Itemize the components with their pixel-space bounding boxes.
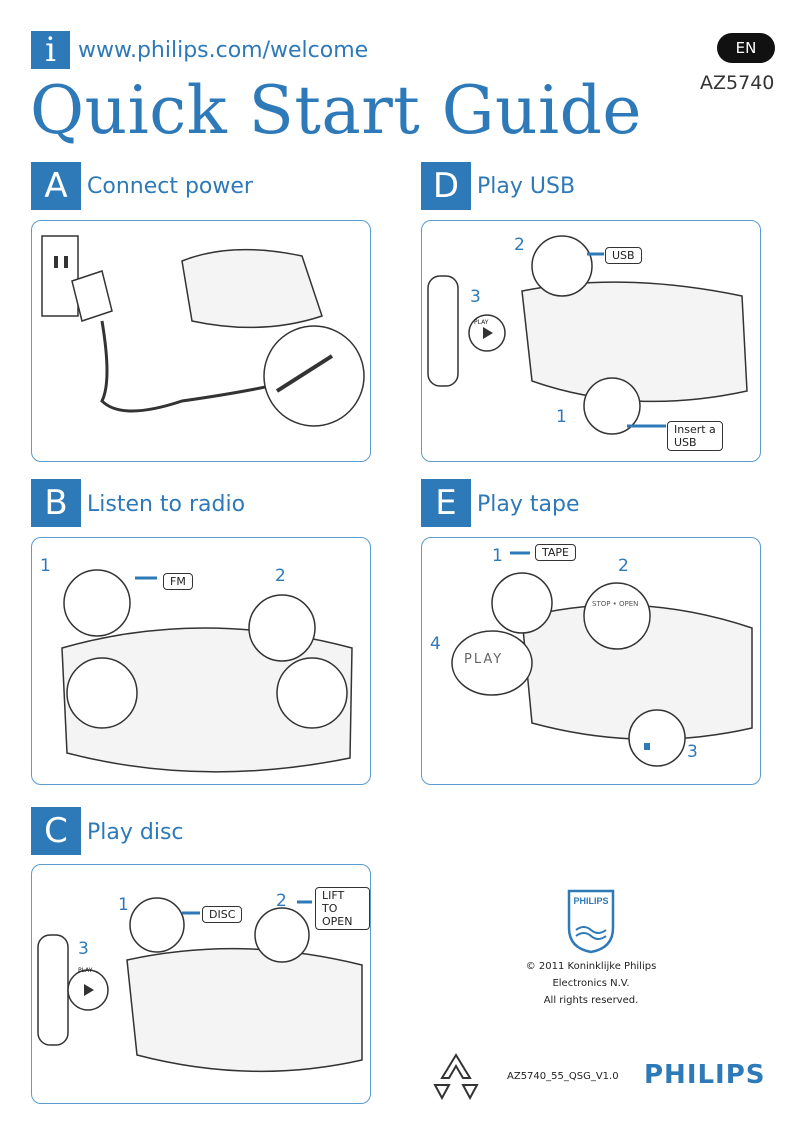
- lift-to-open-line1: LIFT TO: [322, 889, 345, 915]
- insert-usb-label: Insert a USB: [667, 421, 723, 451]
- welcome-url-link[interactable]: www.philips.com/welcome: [78, 38, 369, 63]
- left-speaker-icon: [66, 657, 138, 729]
- lift-to-open-line2: OPEN: [322, 915, 353, 928]
- page-title: Quick Start Guide: [30, 72, 642, 149]
- boombox-icon: [61, 627, 353, 773]
- play-usb-illustration: [427, 235, 748, 435]
- panel-listen-radio: 1 2 FM: [31, 537, 371, 785]
- remote-play-label: PLAY: [474, 319, 489, 326]
- right-speaker-icon: [276, 657, 348, 729]
- copyright-line1: © 2011 Koninklijke Philips: [525, 961, 657, 972]
- disc-label: DISC: [202, 906, 243, 923]
- info-icon: i: [31, 31, 70, 69]
- power-plug-icon: [71, 270, 113, 322]
- copyright-notice: © 2011 Koninklijke Philips Electronics N…: [510, 958, 672, 1009]
- stop-open-text: STOP • OPEN: [592, 600, 639, 608]
- document-code: AZ5740_55_QSG_V1.0: [507, 1071, 619, 1082]
- section-b-letter: B: [31, 479, 81, 527]
- lift-to-open-label: LIFT TO OPEN: [315, 887, 370, 930]
- play-tape-illustration: [451, 551, 753, 767]
- section-d-title: Play USB: [477, 174, 576, 199]
- source-selector-zoom-icon: [491, 572, 553, 634]
- section-b-title: Listen to radio: [87, 492, 246, 517]
- step-1-number: 1: [492, 546, 503, 566]
- boombox-rear-icon: [181, 248, 323, 329]
- power-socket-zoom-icon: [263, 325, 365, 427]
- panel-play-tape: 1 2 3 4 TAPE PLAY STOP • OPEN: [421, 537, 761, 785]
- section-c-title: Play disc: [87, 820, 184, 845]
- insert-usb-label-line2: USB: [674, 436, 697, 449]
- step-2-number: 2: [276, 891, 287, 911]
- remote-control-icon: [37, 934, 69, 1046]
- boombox-icon: [521, 281, 748, 403]
- section-e-letter: E: [421, 479, 471, 527]
- source-selector-zoom-icon: [129, 897, 185, 953]
- step-4-number: 4: [430, 634, 441, 654]
- shield-brand-text: PHILIPS: [573, 896, 608, 906]
- copyright-line2: Electronics N.V.: [552, 978, 630, 989]
- play-button-zoom-icon: [451, 630, 533, 696]
- wall-outlet-icon: [41, 235, 79, 317]
- step-2-number: 2: [275, 566, 286, 586]
- lid-zoom-icon: [254, 907, 310, 963]
- step-3-number: 3: [78, 939, 89, 959]
- step-2-number: 2: [618, 556, 629, 576]
- source-selector-zoom-icon: [63, 569, 131, 637]
- language-badge: EN: [717, 33, 775, 63]
- model-number: AZ5740: [700, 72, 775, 94]
- section-e-title: Play tape: [477, 492, 580, 517]
- philips-shield-logo: PHILIPS: [567, 889, 615, 954]
- play-button-text: PLAY: [464, 652, 504, 667]
- listen-radio-illustration: [61, 569, 353, 773]
- boombox-icon: [126, 947, 363, 1073]
- remote-play-label: PLAY: [78, 967, 93, 974]
- step-3-number: 3: [687, 742, 698, 762]
- section-c-letter: C: [31, 807, 81, 855]
- connect-power-illustration: [41, 235, 365, 427]
- play-disc-illustration: [37, 897, 363, 1073]
- power-cord-icon: [100, 320, 293, 413]
- insert-usb-label-line1: Insert a: [674, 423, 716, 436]
- step-2-number: 2: [514, 235, 525, 255]
- usb-label: USB: [605, 247, 642, 264]
- step-3-number: 3: [470, 287, 481, 307]
- section-a-letter: A: [31, 162, 81, 210]
- cassette-zoom-icon: [628, 709, 686, 767]
- fm-label: FM: [163, 573, 193, 590]
- section-d-letter: D: [421, 162, 471, 210]
- stop-open-zoom-icon: [583, 582, 651, 650]
- recycle-icon: [433, 1053, 479, 1101]
- tape-label: TAPE: [535, 544, 576, 561]
- tuning-knob-zoom-icon: [248, 594, 316, 662]
- step-1-number: 1: [118, 895, 129, 915]
- remote-control-icon: [427, 275, 459, 387]
- usb-port-zoom-icon: [583, 377, 641, 435]
- panel-play-disc: 1 2 3 DISC PLAY LIFT TO OPEN: [31, 864, 371, 1104]
- source-selector-zoom-icon: [531, 235, 593, 297]
- section-a-title: Connect power: [87, 174, 253, 199]
- step-1-number: 1: [556, 407, 567, 427]
- step-1-number: 1: [40, 556, 51, 576]
- panel-play-usb: 2 3 1 USB PLAY Insert a USB: [421, 220, 761, 462]
- philips-wordmark: PHILIPS: [644, 1060, 766, 1090]
- panel-connect-power: [31, 220, 371, 462]
- copyright-line3: All rights reserved.: [543, 995, 639, 1006]
